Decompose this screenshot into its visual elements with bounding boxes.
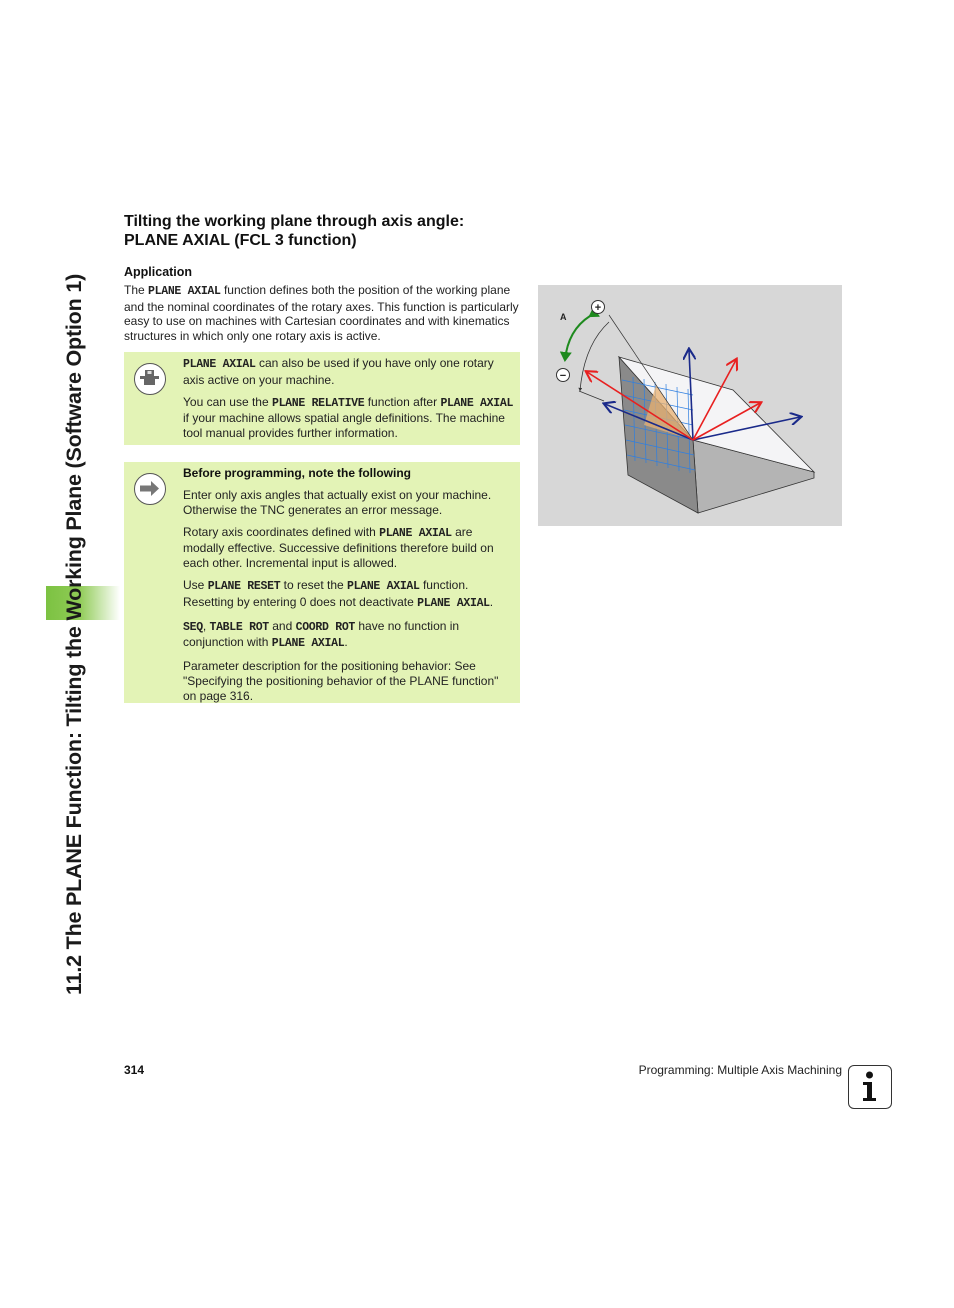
- plane-axial-figure: + − A: [538, 285, 842, 526]
- svg-text:−: −: [560, 370, 566, 382]
- note-paragraph: Use PLANE RESET to reset the PLANE AXIAL…: [183, 578, 494, 610]
- note-paragraph: Enter only axis angles that actually exi…: [183, 488, 492, 517]
- note-paragraph: Rotary axis coordinates defined with PLA…: [183, 524, 494, 570]
- arrow-right-icon: [134, 473, 166, 505]
- machine-note-box: PLANE AXIAL can also be used if you have…: [124, 352, 520, 445]
- footer-chapter-title: Programming: Multiple Axis Machining: [638, 1063, 842, 1077]
- info-icon: [848, 1065, 892, 1109]
- note-paragraph: You can use the PLANE RELATIVE function …: [183, 394, 514, 440]
- chapter-side-title: 11.2 The PLANE Function: Tilting the Wor…: [62, 273, 86, 995]
- intro-paragraph: The PLANE AXIAL function defines both th…: [124, 283, 519, 343]
- programming-note-box: Before programming, note the following E…: [124, 462, 520, 703]
- note-paragraph: SEQ, TABLE ROT and COORD ROT have no fun…: [183, 618, 460, 651]
- svg-text:A: A: [560, 312, 567, 322]
- section-title: Tilting the working plane through axis a…: [124, 213, 465, 249]
- chapter-tab-marker: [46, 586, 120, 620]
- page-number: 314: [124, 1063, 145, 1077]
- svg-text:+: +: [595, 302, 601, 314]
- note-paragraph: Parameter description for the positionin…: [183, 659, 499, 703]
- note-paragraph: PLANE AXIAL can also be used if you have…: [183, 356, 494, 387]
- machine-icon: [134, 363, 166, 395]
- subheading-application: Application: [124, 265, 193, 279]
- note-heading: Before programming, note the following: [183, 466, 411, 480]
